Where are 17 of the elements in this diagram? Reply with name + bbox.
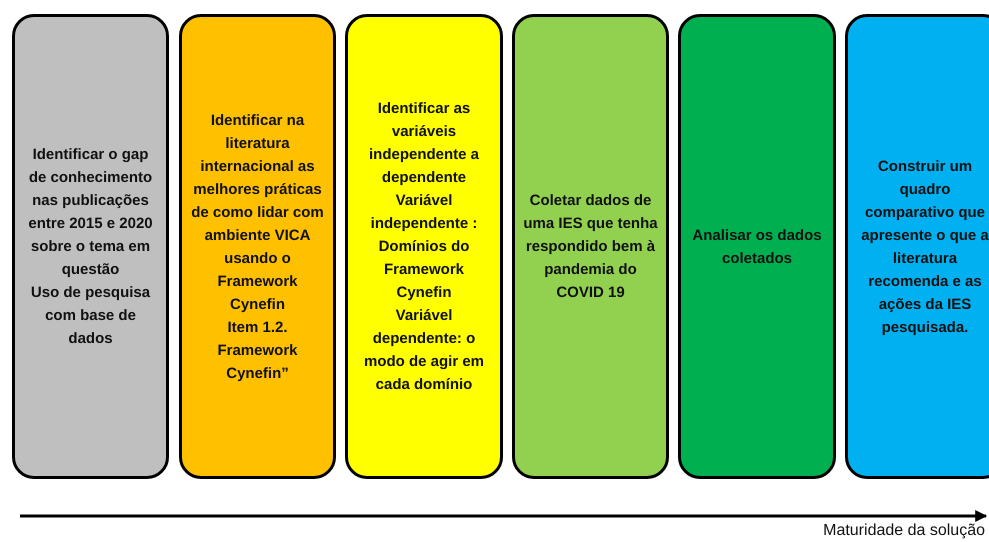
step-text: Uso de pesquisa com base de dados [30,283,152,349]
step-box [845,14,989,479]
axis-label: Maturidade da solução [823,522,985,540]
step-box [179,14,336,479]
step-text: Item 1.2. Framework Cynefin” [216,318,299,384]
step-text: Analisar os dados coletados [691,226,823,268]
step-box [12,14,169,479]
step-box [512,14,669,479]
step-box [678,14,836,479]
step-text: Variável dependente: o modo de agir em cada domínio [362,306,486,395]
step-text: Identificar o gap de conhecimento nas publicações entre 2015 e 2020 sobre o tema em questão [27,145,154,280]
step-text: Construir um quadro comparativo que apresente o que a literatura recomenda e as ações da IES pesquisada. [860,156,989,338]
step-text: Identificar as variáveis independente a dependente [368,99,480,188]
step-text: Coletar dados de uma IES que tenha respondido bem à pandemia do COVID 19 [523,191,658,303]
step-text: Identificar na literatura internacional as melhores práticas de como lidar com ambiente VICA usando o Framework Cynefin [190,110,325,314]
step-box [345,14,503,479]
step-text: Variável independente : Domínios do Framework Cynefin [370,191,478,303]
